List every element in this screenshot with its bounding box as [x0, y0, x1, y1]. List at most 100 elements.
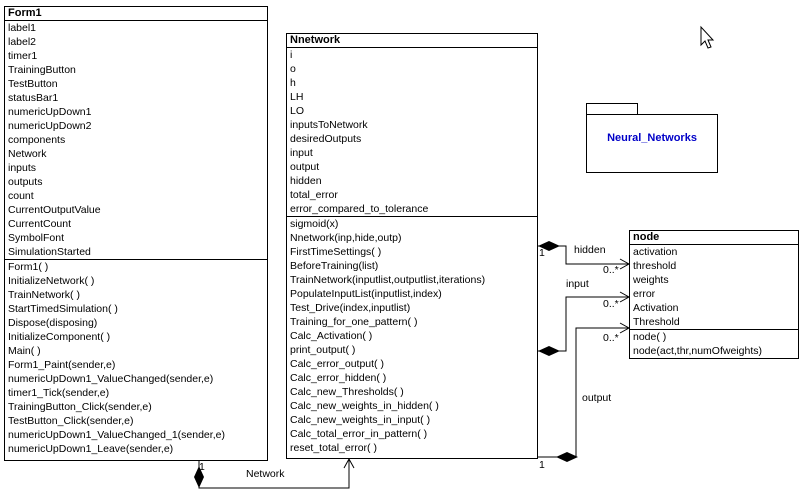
input-role-label: input [566, 278, 589, 290]
operation-row[interactable]: TestButton_Click(sender,e) [8, 415, 134, 427]
attribute-row[interactable]: Threshold [633, 316, 680, 328]
class-title: Nnetwork [287, 34, 537, 48]
operation-row[interactable]: Form1_Paint(sender,e) [8, 359, 116, 371]
attribute-row[interactable]: TrainingButton [8, 64, 76, 76]
diamond-composition-icon [538, 346, 560, 356]
attribute-row[interactable]: hidden [290, 175, 322, 187]
operation-row[interactable]: reset_total_error( ) [290, 442, 377, 454]
attribute-row[interactable]: statusBar1 [8, 92, 59, 104]
attribute-row[interactable]: total_error [290, 189, 338, 201]
diamond-composition-icon [194, 466, 204, 488]
operation-row[interactable]: PopulateInputList(inputlist,index) [290, 288, 442, 300]
attribute-row[interactable]: h [290, 77, 296, 89]
operation-row[interactable]: print_output( ) [290, 344, 356, 356]
package-neural-networks[interactable]: Neural_Networks [586, 114, 718, 173]
operation-row[interactable]: Main( ) [8, 345, 41, 357]
operations-section: Form1( ) InitializeNetwork( ) TrainNetwork… [5, 260, 267, 456]
attribute-row[interactable]: output [290, 161, 320, 173]
attribute-row[interactable]: inputs [8, 162, 37, 174]
attribute-row[interactable]: numericUpDown1 [8, 106, 92, 118]
operations-section: node( ) node(act,thr,numOfweights) [630, 330, 798, 358]
attribute-row[interactable]: TestButton [8, 78, 58, 90]
mouse-cursor-icon [700, 25, 715, 49]
attribute-row[interactable]: weights [633, 274, 669, 286]
operation-row[interactable]: TrainNetwork(inputlist,outputlist,iterat… [290, 274, 486, 286]
attribute-row[interactable]: SymbolFont [8, 232, 65, 244]
network-source-multiplicity: 1 [199, 461, 205, 473]
open-arrow-icon [619, 322, 631, 334]
attribute-row[interactable]: i [290, 49, 293, 61]
attribute-row[interactable]: error [633, 288, 656, 300]
operation-row[interactable]: Nnetwork(inp,hide,outp) [290, 232, 402, 244]
operation-row[interactable]: InitializeComponent( ) [8, 331, 111, 343]
open-arrow-icon [619, 258, 631, 270]
output-source-multiplicity: 1 [539, 459, 545, 471]
operation-row[interactable]: Training_for_one_pattern( ) [290, 316, 418, 328]
open-arrow-icon [619, 291, 631, 303]
operation-row[interactable]: numericUpDown1_Leave(sender,e) [8, 443, 174, 455]
attribute-row[interactable]: inputsToNetwork [290, 119, 368, 131]
operation-row[interactable]: sigmoid(x) [290, 218, 339, 230]
network-role-label: Network [246, 468, 285, 480]
hidden-role-label: hidden [574, 244, 606, 256]
attribute-row[interactable]: desiredOutputs [290, 133, 362, 145]
operation-row[interactable]: Calc_error_output( ) [290, 358, 384, 370]
operation-row[interactable]: FirstTimeSettings( ) [290, 246, 382, 258]
attribute-row[interactable]: activation [633, 246, 678, 258]
input-target-multiplicity: 0..* [603, 298, 619, 310]
attribute-row[interactable]: SimulationStarted [8, 246, 91, 258]
output-role-label: output [582, 392, 612, 404]
operation-row[interactable]: Calc_new_weights_in_hidden( ) [290, 400, 439, 412]
hidden-source-multiplicity: 1 [539, 247, 545, 259]
operation-row[interactable]: Dispose(disposing) [8, 317, 98, 329]
operation-row[interactable]: Calc_Activation( ) [290, 330, 373, 342]
attribute-row[interactable]: timer1 [8, 50, 38, 62]
attribute-row[interactable]: count [8, 190, 34, 202]
operation-row[interactable]: InitializeNetwork( ) [8, 275, 95, 287]
attribute-row[interactable]: o [290, 63, 296, 75]
operation-row[interactable]: node(act,thr,numOfweights) [633, 345, 762, 357]
attribute-row[interactable]: CurrentOutputValue [8, 204, 101, 216]
attribute-row[interactable]: Network [8, 148, 47, 160]
operation-row[interactable]: Form1( ) [8, 261, 49, 273]
attribute-row[interactable]: LH [290, 91, 304, 103]
open-arrow-icon [343, 457, 355, 469]
diamond-composition-icon [538, 241, 560, 251]
operation-row[interactable]: numericUpDown1_ValueChanged_1(sender,e) [8, 429, 225, 441]
operation-row[interactable]: Test_Drive(index,inputlist) [290, 302, 411, 314]
class-title: Form1 [5, 7, 267, 21]
operation-row[interactable]: node( ) [633, 331, 667, 343]
operation-row[interactable]: TrainNetwork( ) [8, 289, 80, 301]
operation-row[interactable]: TrainingButton_Click(sender,e) [8, 401, 152, 413]
attribute-row[interactable]: LO [290, 105, 305, 117]
attribute-row[interactable]: outputs [8, 176, 43, 188]
operation-row[interactable]: timer1_Tick(sender,e) [8, 387, 110, 399]
attribute-row[interactable]: error_compared_to_tolerance [290, 203, 429, 215]
operation-row[interactable]: Calc_total_error_in_pattern( ) [290, 428, 428, 440]
operation-row[interactable]: Calc_error_hidden( ) [290, 372, 387, 384]
attribute-row[interactable]: threshold [633, 260, 677, 272]
operation-row[interactable]: Calc_new_Thresholds( ) [290, 386, 404, 398]
output-target-multiplicity: 0..* [603, 332, 619, 344]
attribute-row[interactable]: numericUpDown2 [8, 120, 92, 132]
operation-row[interactable]: BeforeTraining(list) [290, 260, 379, 272]
operation-row[interactable]: Calc_new_weights_in_input( ) [290, 414, 431, 426]
operations-section: sigmoid(x) Nnetwork(inp,hide,outp) FirstTi… [287, 217, 537, 455]
attribute-row[interactable]: input [290, 147, 313, 159]
attribute-row[interactable]: CurrentCount [8, 218, 72, 230]
diamond-composition-icon [556, 452, 578, 462]
operation-row[interactable]: numericUpDown1_ValueChanged(sender,e) [8, 373, 214, 385]
class-title: node [630, 231, 798, 245]
attribute-row[interactable]: label2 [8, 36, 37, 48]
attribute-row[interactable]: label1 [8, 22, 37, 34]
operation-row[interactable]: StartTimedSimulation( ) [8, 303, 118, 315]
attribute-row[interactable]: components [8, 134, 66, 146]
attribute-row[interactable]: Activation [633, 302, 679, 314]
hidden-target-multiplicity: 0..* [603, 264, 619, 276]
